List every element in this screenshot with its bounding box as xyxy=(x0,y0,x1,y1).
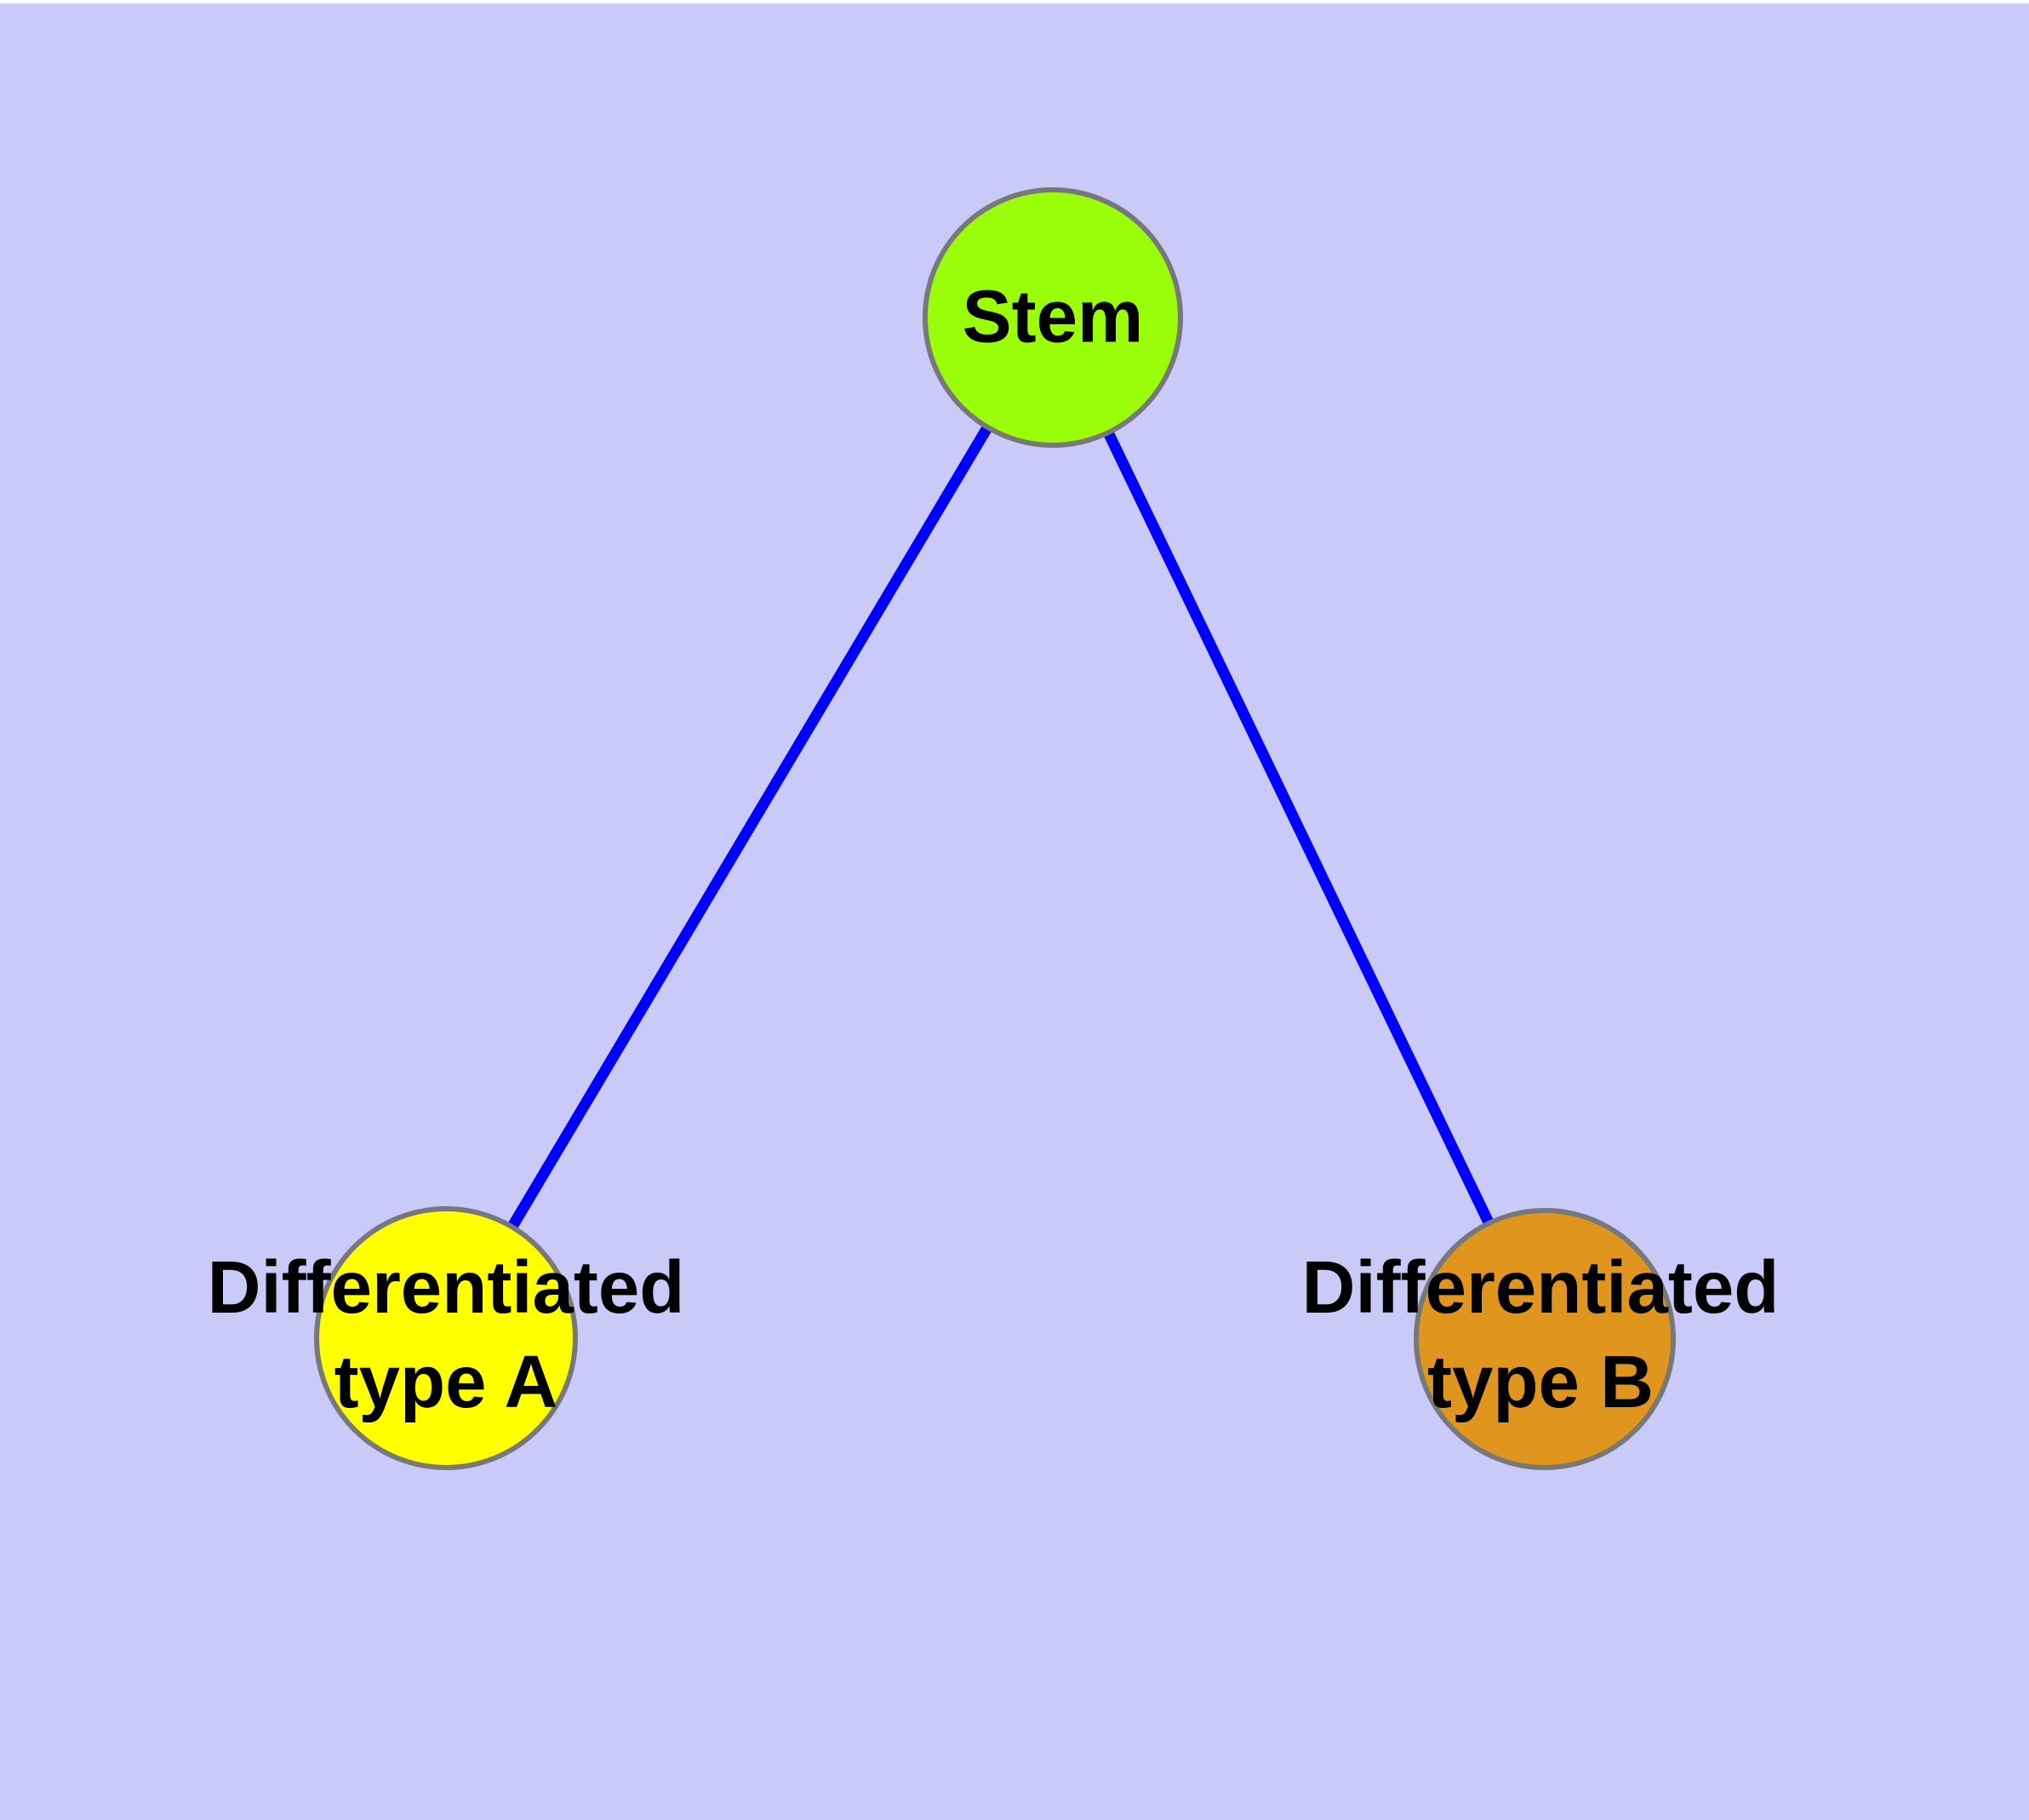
node-type-a-label-line1: Differentiated xyxy=(207,1246,685,1329)
edge-stem-to-type-a xyxy=(441,314,1058,1342)
top-edge-strip xyxy=(0,0,2029,3)
node-type-b-circle xyxy=(1414,1208,1676,1470)
node-type-b-label: Differentiated type B xyxy=(1302,1240,1780,1429)
node-type-b-label-line1: Differentiated xyxy=(1301,1246,1780,1329)
node-stem-circle xyxy=(923,187,1183,448)
edge-stem-to-type-b xyxy=(1048,315,1550,1342)
node-stem-label: Stem xyxy=(962,275,1144,358)
node-type-a-circle xyxy=(314,1206,578,1470)
node-type-a-label-line2: type A xyxy=(334,1341,558,1423)
node-type-b-label-line2: type B xyxy=(1427,1341,1654,1423)
node-type-a-label: Differentiated type A xyxy=(208,1240,685,1429)
